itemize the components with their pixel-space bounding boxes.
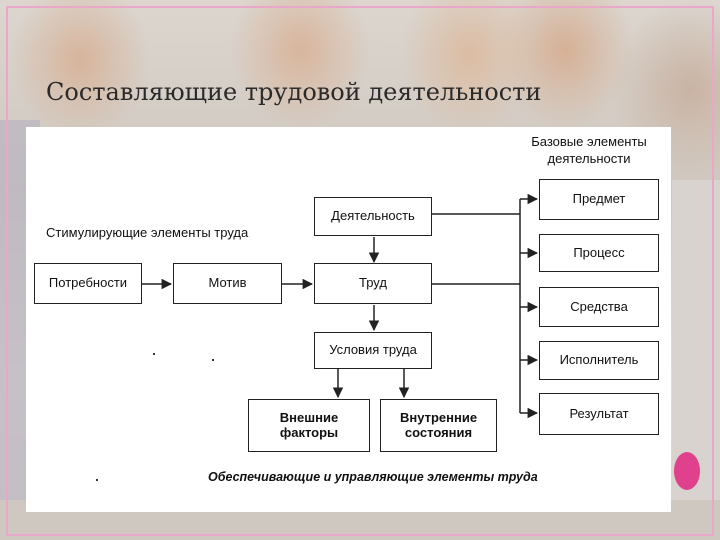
diagram-connectors — [142, 193, 539, 419]
stray-mark — [153, 353, 155, 355]
diagram-panel: Базовые элементы деятельности Стимулирую… — [26, 127, 671, 512]
box-external-factors: Внешние факторы — [248, 399, 370, 452]
supporting-elements-label: Обеспечивающие и управляющие элементы тр… — [208, 470, 538, 484]
base-elements-label: Базовые элементы деятельности — [531, 134, 647, 166]
slide-accent-dot — [674, 452, 700, 490]
stray-mark — [96, 479, 98, 481]
box-needs: Потребности — [34, 263, 142, 304]
box-subject: Предмет — [539, 179, 659, 220]
box-means: Средства — [539, 287, 659, 327]
box-motive: Мотив — [173, 263, 282, 304]
box-executor: Исполнитель — [539, 341, 659, 380]
box-internal-states: Внутренние состояния — [380, 399, 497, 452]
box-activity: Деятельность — [314, 197, 432, 236]
box-process: Процесс — [539, 234, 659, 272]
box-result: Результат — [539, 393, 659, 435]
box-labor: Труд — [314, 263, 432, 304]
stray-mark — [212, 359, 214, 361]
box-conditions: Условия труда — [314, 332, 432, 369]
stimulating-elements-label: Стимулирующие элементы труда — [46, 225, 249, 240]
slide-title: Составляющие трудовой деятельности — [46, 78, 542, 106]
